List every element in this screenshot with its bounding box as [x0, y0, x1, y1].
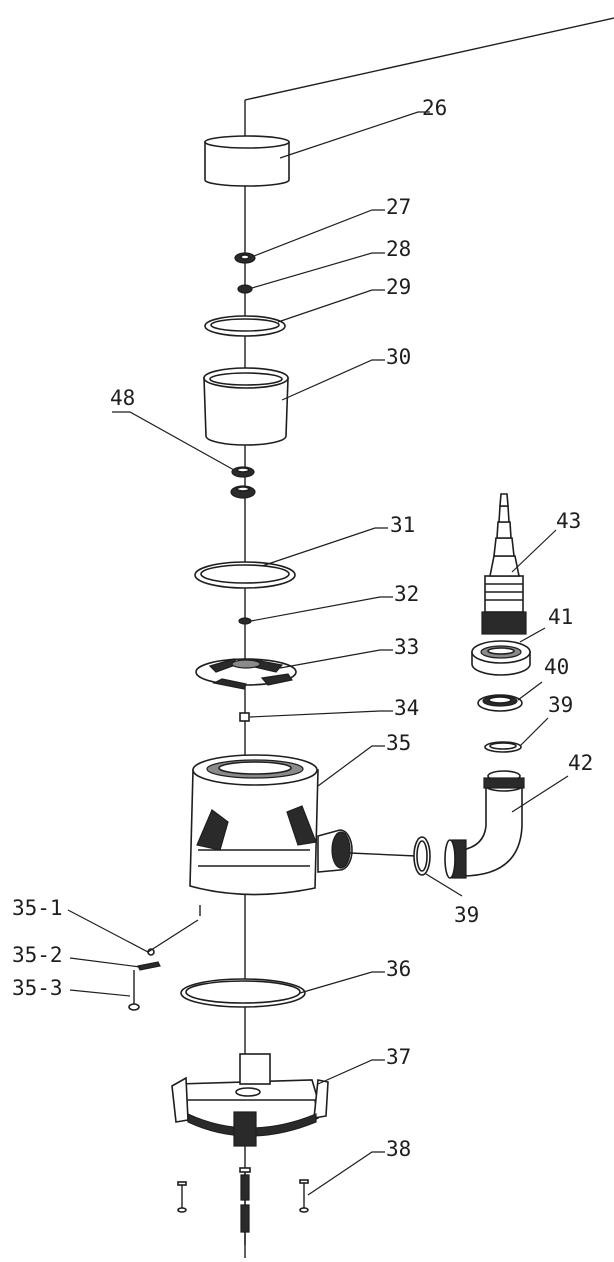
label-36: 36 — [386, 957, 411, 981]
label-29: 29 — [386, 275, 411, 299]
part-48-seal — [230, 466, 256, 499]
label-48: 48 — [110, 386, 135, 410]
label-39-upper: 39 — [548, 693, 573, 717]
leader-27 — [253, 209, 385, 257]
leader-33 — [279, 649, 393, 669]
part-26-cap — [204, 135, 290, 187]
leader-42 — [511, 775, 569, 813]
part-35-housing — [189, 754, 353, 896]
part-38-screws — [177, 1167, 309, 1245]
outlet-axis-line — [349, 852, 417, 857]
leader-39b — [519, 717, 549, 747]
part-27-washer — [234, 252, 256, 264]
label-28: 28 — [386, 237, 411, 261]
leader-38 — [307, 1151, 385, 1196]
part-28-ring — [237, 284, 253, 294]
label-27: 27 — [386, 195, 411, 219]
screw-right — [299, 1179, 309, 1213]
assembly-axis — [244, 17, 614, 1258]
leader-35 — [317, 745, 385, 787]
part-35-2-clip — [137, 961, 161, 971]
leader-48 — [112, 411, 235, 471]
leader-43 — [511, 529, 557, 573]
cable-line — [244, 17, 614, 101]
label-35: 35 — [386, 731, 411, 755]
leader-40 — [517, 681, 543, 701]
leader-34 — [249, 710, 393, 718]
label-30: 30 — [386, 345, 411, 369]
label-41: 41 — [548, 605, 573, 629]
part-35-3-screw — [128, 970, 140, 1011]
label-32: 32 — [394, 582, 419, 606]
part-36-o-ring — [180, 978, 306, 1008]
part-30-cup — [203, 367, 289, 446]
label-39-lower: 39 — [454, 903, 479, 927]
leader-35-2 — [69, 957, 141, 968]
part-37-base — [171, 1053, 329, 1147]
screw-left — [177, 1181, 187, 1213]
leader-26 — [279, 111, 430, 159]
part-34-nut — [239, 712, 250, 722]
label-40: 40 — [544, 655, 569, 679]
leader-39a — [425, 873, 463, 897]
part-31-o-ring — [194, 561, 296, 589]
leader-35-3 — [69, 989, 131, 997]
part-labels: 26 27 28 29 30 48 31 32 33 34 35 35-1 35… — [12, 96, 593, 1161]
leader-29 — [277, 289, 385, 323]
part-29-flat-ring — [204, 315, 286, 337]
leader-31 — [261, 527, 388, 567]
label-43: 43 — [556, 509, 581, 533]
screw-center — [239, 1167, 251, 1245]
part-43-hose-adapter — [481, 493, 527, 635]
label-33: 33 — [394, 635, 419, 659]
label-42: 42 — [568, 751, 593, 775]
label-37: 37 — [386, 1045, 411, 1069]
leader-32 — [250, 596, 393, 622]
label-35-1: 35-1 — [12, 896, 63, 920]
part-41-ring — [471, 640, 531, 676]
label-31: 31 — [390, 513, 415, 537]
part-39-seal-a — [413, 836, 431, 876]
leader-30 — [281, 359, 385, 401]
leader-28 — [251, 252, 385, 289]
leader-41 — [519, 627, 546, 643]
label-26: 26 — [422, 96, 447, 120]
part-33-impeller — [195, 658, 297, 690]
leader-35-1 — [67, 909, 199, 953]
label-35-3: 35-3 — [12, 976, 63, 1000]
label-35-2: 35-2 — [12, 943, 63, 967]
part-32-seal — [238, 617, 252, 625]
part-42-elbow — [444, 770, 525, 879]
leader-36 — [299, 971, 385, 994]
leader-37 — [317, 1059, 385, 1085]
label-34: 34 — [394, 696, 419, 720]
label-38: 38 — [386, 1137, 411, 1161]
part-40-nut-ring — [477, 694, 523, 712]
part-39-seal-b — [484, 741, 522, 753]
leader-lines — [67, 111, 569, 1196]
